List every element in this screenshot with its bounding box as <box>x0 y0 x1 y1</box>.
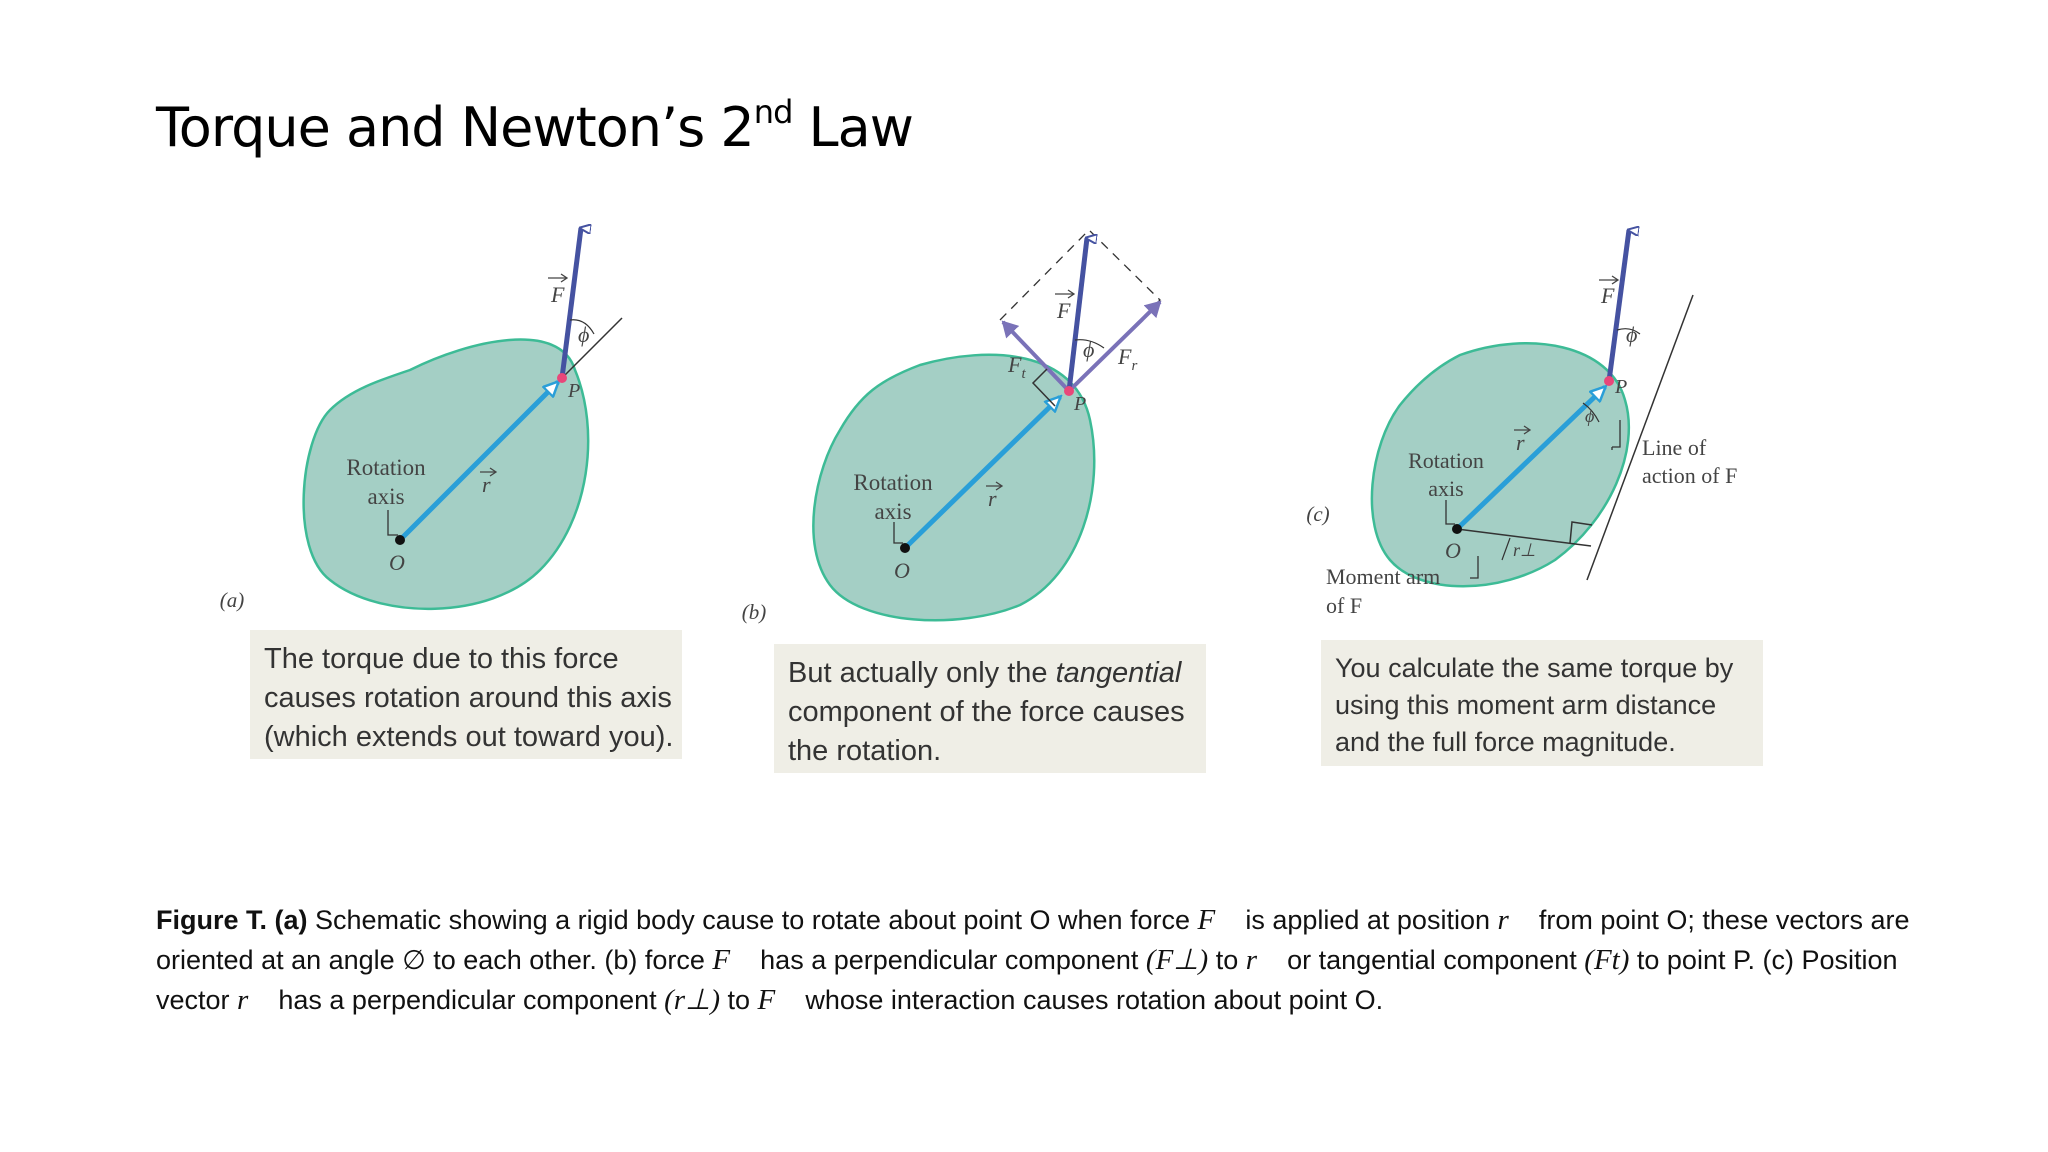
callout-a-line-1: The torque due to this force <box>264 643 619 675</box>
r-vector-b <box>903 397 1060 550</box>
title-text: Torque and Newton’s 2 <box>156 96 755 159</box>
angle-arc-a <box>569 319 595 335</box>
axis-leader-c <box>1445 500 1455 525</box>
r-vector-c <box>1455 387 1605 531</box>
origin-label-a: O <box>389 550 405 575</box>
force-vector-b <box>1066 238 1087 392</box>
radius-label-c: r <box>1516 430 1525 455</box>
rotation-axis-label-b-2: axis <box>874 499 911 524</box>
angle-label-b: ϕ <box>1083 337 1094 362</box>
origin-dot-b <box>900 543 910 553</box>
force-label-c: F <box>1600 283 1615 308</box>
force-label-arrow-c <box>1599 275 1620 285</box>
panel-label-b: (b) <box>742 600 767 624</box>
radius-label-a: r <box>482 472 491 497</box>
rigid-body-a <box>302 338 590 610</box>
rigid-body-c <box>1370 342 1631 588</box>
rperp-leader-c <box>1501 537 1511 561</box>
origin-dot-c <box>1452 524 1462 534</box>
callout-c: You calculate the same torque by using t… <box>1321 640 1763 766</box>
angle-label-a: ϕ <box>578 322 589 347</box>
point-p-a <box>557 373 567 383</box>
moment-arm-label-1: Moment arm <box>1326 564 1440 589</box>
origin-label-c: O <box>1445 538 1461 563</box>
callout-b: But actually only the tangential compone… <box>774 644 1206 773</box>
figure-caption: Figure T. (a) Schematic showing a rigid … <box>156 900 1936 1020</box>
callout-c-line-2: using this moment arm distance <box>1335 690 1717 720</box>
callout-b-line-3: the rotation. <box>788 735 942 767</box>
panel-label-c: (c) <box>1306 502 1329 526</box>
line-of-action-label-1: Line of <box>1642 435 1707 460</box>
line-of-action-leader-c <box>1611 420 1621 450</box>
axis-leader-a <box>387 510 398 536</box>
caption-line-1: Figure T. (a) Schematic showing a rigid … <box>156 904 1910 936</box>
callout-a-line-2: causes rotation around this axis <box>264 682 672 714</box>
force-label-arrow-b <box>1055 289 1076 299</box>
tangential-component-b <box>1001 320 1071 393</box>
point-label-c: P <box>1614 376 1627 398</box>
panel-b: Rotation axis O P F Ft Fr r ϕ (b) <box>742 229 1162 624</box>
angle-arc-b <box>1074 339 1105 349</box>
line-of-action-label-2: action of F <box>1642 463 1737 488</box>
caption-line-2: oriented at an angle ∅ to each other. (b… <box>156 944 1898 976</box>
callout-a-line-3: (which extends out toward you). <box>264 721 674 753</box>
radius-label-arrow-a <box>480 467 498 477</box>
force-label-b: F <box>1056 298 1071 323</box>
extension-line-a <box>561 317 623 379</box>
moment-arm-line-c <box>1456 528 1592 547</box>
point-p-c <box>1604 376 1614 386</box>
callout-b-line-1: But actually only the tangential <box>788 657 1182 689</box>
radius-label-b: r <box>988 486 997 511</box>
angle-label-c: ϕ <box>1626 322 1637 347</box>
panel-c: Rotation axis O P F r ϕ ϕ r⊥ Line of act… <box>1306 230 1737 618</box>
caption-label: Figure T. (a) <box>156 905 308 935</box>
rotation-axis-label-a-2: axis <box>367 484 404 509</box>
rotation-axis-label-c-2: axis <box>1428 476 1463 501</box>
right-angle-c <box>1569 521 1593 544</box>
radial-component-b <box>1067 300 1162 393</box>
title-superscript: nd <box>753 93 794 131</box>
force-label-arrow-a <box>548 273 569 283</box>
origin-dot-a <box>395 535 405 545</box>
callout-a: The torque due to this force causes rota… <box>250 630 682 759</box>
title-tail: Law <box>792 96 914 159</box>
r-vector-a <box>398 382 558 542</box>
panel-a: Rotation axis O P F r ϕ (a) <box>220 228 623 612</box>
callout-c-line-3: and the full force magnitude. <box>1335 727 1676 757</box>
radius-label-arrow-c <box>1514 425 1532 435</box>
panel-label-a: (a) <box>220 588 245 612</box>
force-vector-a <box>559 228 581 379</box>
callout-b-line-2: component of the force causes <box>788 696 1185 728</box>
point-p-b <box>1064 386 1074 396</box>
slide-title: Torque and Newton’s 2nd Law <box>156 93 914 159</box>
moment-arm-label-2: of F <box>1326 593 1362 618</box>
rotation-axis-label-b-1: Rotation <box>853 470 933 495</box>
point-label-b: P <box>1073 393 1086 415</box>
r-perp-label-c: r⊥ <box>1513 540 1536 560</box>
callout-c-line-1: You calculate the same torque by <box>1335 653 1734 683</box>
origin-label-b: O <box>894 558 910 583</box>
right-angle-b <box>1031 368 1056 407</box>
angle-arc-c-lower <box>1582 402 1600 423</box>
radial-label-b: Fr <box>1117 344 1137 374</box>
line-of-action-c <box>1586 294 1694 581</box>
angle-label-c-lower: ϕ <box>1585 406 1594 426</box>
force-vector-c <box>1606 230 1629 382</box>
moment-arm-leader-c <box>1470 556 1479 579</box>
force-label-a: F <box>550 282 565 307</box>
rotation-axis-label-a-1: Rotation <box>346 455 426 480</box>
axis-leader-b <box>893 522 903 544</box>
point-label-a: P <box>567 380 580 402</box>
radius-label-arrow-b <box>986 481 1004 491</box>
rotation-axis-label-c-1: Rotation <box>1408 448 1484 473</box>
caption-line-3: vector r⃗ has a perpendicular component … <box>156 984 1384 1016</box>
tangential-label-b: Ft <box>1007 352 1026 382</box>
angle-arc-c <box>1616 328 1641 335</box>
